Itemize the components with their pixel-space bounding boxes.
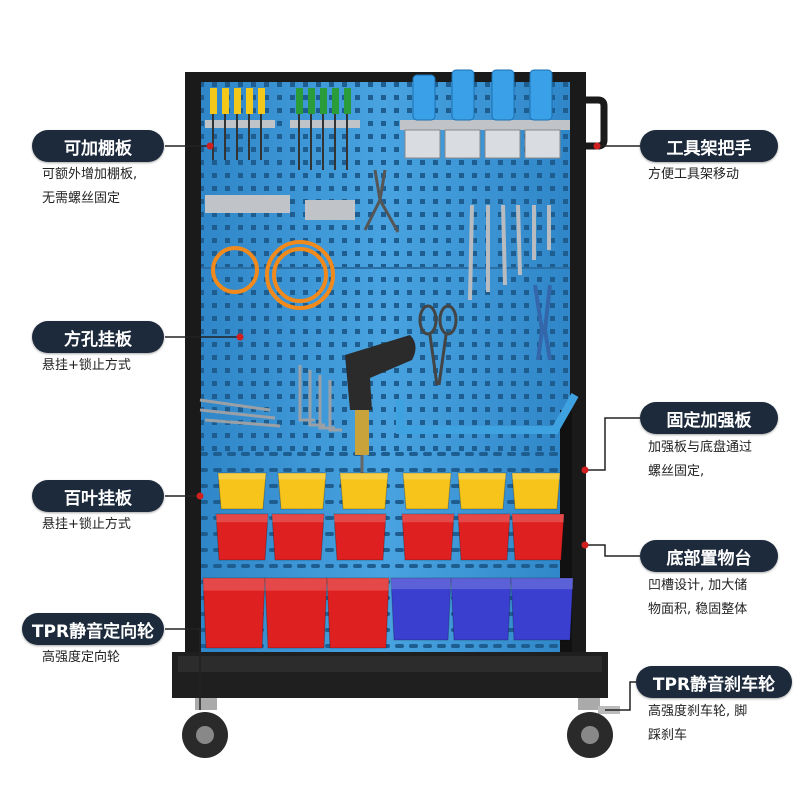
reinforce-callout-desc: 加强板与底盘通过 螺丝固定,: [648, 436, 752, 484]
shelf-callout-desc: 可额外增加棚板, 无需螺丝固定: [42, 163, 137, 211]
desc-line: 悬挂+锁止方式: [42, 358, 131, 373]
small-shelf: [205, 195, 290, 213]
brake-wheel-callout-title: TPR静音刹车轮: [636, 666, 792, 698]
desc-line: 凹槽设计, 加大储: [648, 578, 748, 593]
louver-callout-desc: 悬挂+锁止方式: [42, 513, 131, 537]
fixed-wheel-icon: [182, 698, 228, 758]
shelf-callout-title: 可加棚板: [32, 130, 164, 162]
red-bin: [401, 513, 455, 561]
handle-icon: [586, 96, 608, 150]
bottom-tray-callout-desc: 凹槽设计, 加大储 物面积, 稳固整体: [648, 574, 747, 622]
screwdriver-icon: [205, 88, 360, 170]
large-red-bin: [326, 577, 390, 649]
bottom-tray-callout-title: 底部置物台: [640, 540, 778, 572]
yellow-bin: [217, 472, 267, 510]
desc-line: 悬挂+锁止方式: [42, 517, 131, 532]
handle-callout-title: 工具架把手: [640, 130, 778, 162]
fixed-wheel-callout-desc: 高强度定向轮: [42, 646, 120, 670]
wrench-icon: [468, 204, 551, 301]
desc-line: 高强度刹车轮, 脚: [648, 704, 748, 719]
pliers-icon: [363, 169, 400, 233]
desc-line: 方便工具架移动: [648, 167, 740, 182]
large-red-bin: [202, 577, 266, 649]
red-bin: [511, 513, 565, 561]
red-bin: [333, 513, 387, 561]
yellow-bin: [277, 472, 327, 510]
handle-callout-desc: 方便工具架移动: [648, 163, 739, 187]
callout-leaders: [165, 145, 640, 711]
callout-dots: [196, 142, 601, 549]
yellow-bin: [402, 472, 452, 510]
desc-line: 踩刹车: [648, 728, 688, 743]
desc-line: 加强板与底盘通过: [648, 440, 753, 455]
hooks: [305, 200, 355, 220]
yellow-bin: [511, 472, 561, 510]
storage-bins: [202, 472, 574, 649]
yellow-bin: [339, 472, 389, 510]
bottle-icon: [400, 69, 570, 159]
brake-wheel-callout-desc: 高强度刹车轮, 脚 踩刹车: [648, 700, 747, 748]
large-red-bin: [264, 577, 328, 649]
drill-icon: [345, 335, 416, 490]
red-bin: [271, 513, 325, 561]
hose-coil-icon: [211, 240, 335, 310]
scissors-icon: [418, 304, 458, 386]
hex-key-icon: [199, 365, 342, 432]
large-blue-bin: [390, 577, 452, 641]
louver-callout-title: 百叶挂板: [32, 480, 164, 512]
fixed-wheel-callout-title: TPR静音定向轮: [22, 613, 164, 645]
hacksaw-icon: [396, 393, 579, 434]
reinforce-callout-title: 固定加强板: [640, 402, 778, 434]
red-bin: [215, 513, 269, 561]
yellow-bin: [457, 472, 507, 510]
large-blue-bin: [510, 577, 574, 641]
desc-line: 无需螺丝固定: [42, 191, 121, 206]
long-nose-pliers-icon: [533, 284, 552, 361]
brake-wheel-icon: [567, 698, 620, 758]
desc-line: 物面积, 稳固整体: [648, 602, 748, 617]
desc-line: 高强度定向轮: [42, 650, 121, 665]
square-hole-callout-title: 方孔挂板: [32, 321, 164, 353]
red-bin: [457, 513, 511, 561]
square-hole-callout-desc: 悬挂+锁止方式: [42, 354, 131, 378]
bottom-tray: [172, 652, 608, 698]
cart-frame: [185, 72, 586, 692]
desc-line: 可额外增加棚板,: [42, 167, 138, 182]
large-blue-bin: [450, 577, 512, 641]
desc-line: 螺丝固定,: [648, 464, 705, 479]
